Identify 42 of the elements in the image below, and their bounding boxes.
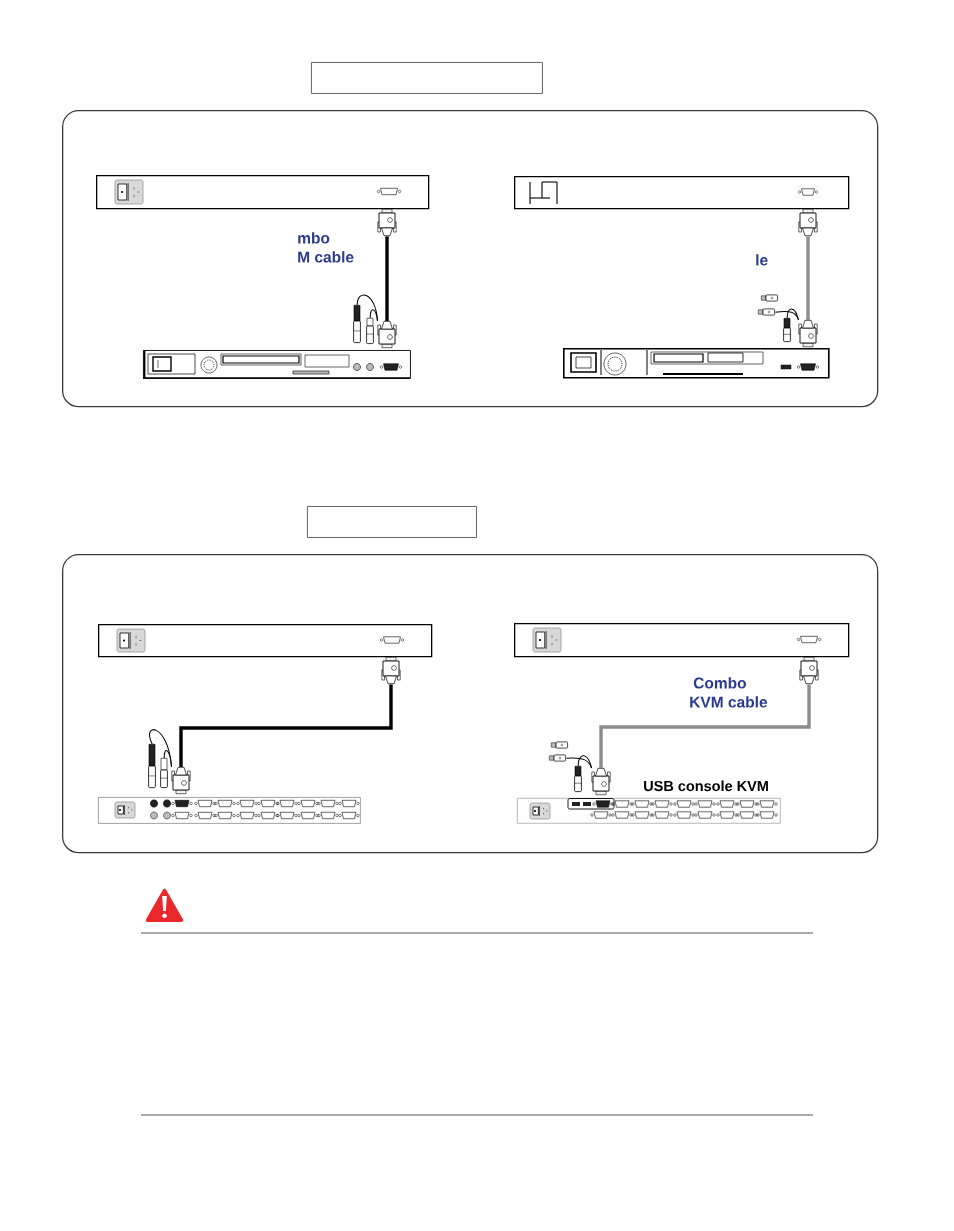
- server-drawing: [563, 348, 830, 379]
- vga-plug: [591, 767, 611, 795]
- wire: [163, 750, 172, 768]
- vga-plug: [377, 209, 397, 237]
- cable: [599, 684, 811, 768]
- wire: [577, 755, 592, 769]
- rounded-panel: [62, 110, 879, 408]
- rear-panel-drawing: [514, 623, 850, 658]
- kvm-switch-drawing: [98, 797, 361, 824]
- vga-plug: [798, 319, 818, 347]
- usb-plug: [758, 308, 775, 316]
- ps2-plug: [783, 318, 791, 342]
- ps2-plug: [366, 318, 374, 344]
- edge-label: mbo M cable: [298, 232, 354, 263]
- ps2-plug: [574, 766, 582, 792]
- rear-panel-drawing: [98, 624, 433, 658]
- kvm-switch-drawing: [517, 798, 781, 824]
- heading-box: [307, 506, 477, 538]
- usb-plug: [551, 741, 568, 749]
- wire: [786, 308, 799, 321]
- edge-label: Combo KVM cable: [690, 677, 768, 708]
- rear-panel-drawing: [96, 175, 430, 210]
- ps2-plug: [353, 305, 361, 343]
- heading-box: [311, 62, 543, 94]
- ps2-plug: [148, 744, 156, 788]
- rounded-panel: [62, 554, 879, 854]
- usb-plug: [549, 754, 566, 762]
- cable: [179, 684, 393, 767]
- vga-plug: [799, 657, 819, 685]
- cable: [385, 236, 389, 321]
- edge-label: le: [756, 254, 768, 266]
- vga-plug: [171, 766, 191, 794]
- server-drawing: [142, 349, 411, 379]
- vga-plug: [798, 209, 818, 237]
- ps2-plug: [160, 758, 168, 788]
- cable: [806, 236, 810, 320]
- vga-plug: [377, 320, 397, 348]
- wire: [369, 309, 378, 322]
- usb-plug: [761, 294, 778, 302]
- device-label: USB console KVM: [644, 780, 768, 792]
- vga-plug: [381, 657, 401, 685]
- rear-panel-drawing: [514, 176, 850, 210]
